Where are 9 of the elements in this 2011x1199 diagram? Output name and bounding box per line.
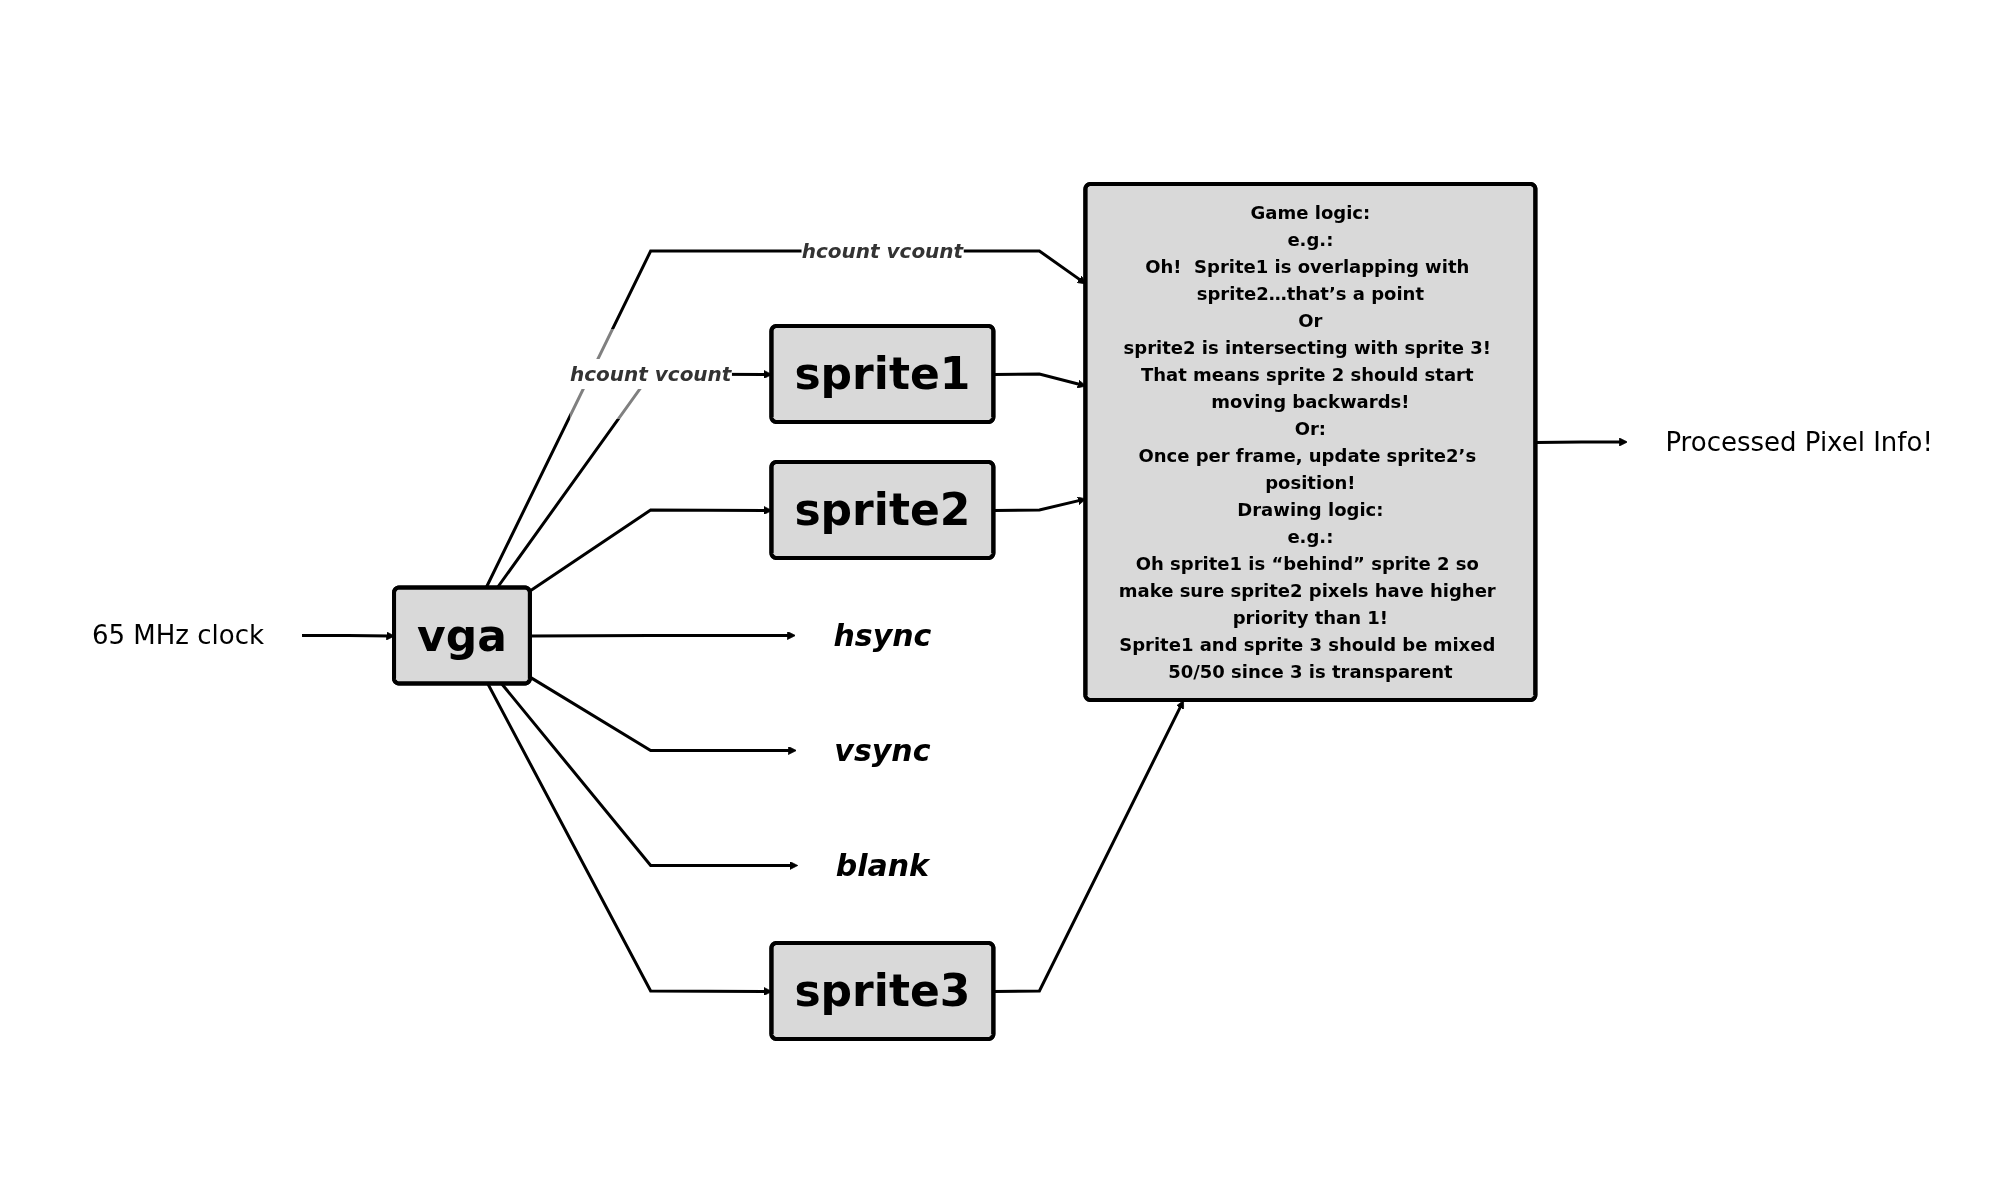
edge-label: hcount vcount: [801, 238, 964, 263]
node-text: Processed Pixel Info!: [1665, 426, 1933, 456]
edge-label: hcount vcount: [569, 361, 732, 386]
node-text: 65 MHz clock: [92, 619, 265, 650]
arrow: [530, 630, 796, 640]
node-text: vsync: [834, 732, 931, 768]
node-text: hsync: [833, 617, 932, 653]
node-text: blank: [835, 847, 930, 883]
arrow: [529, 675, 797, 755]
